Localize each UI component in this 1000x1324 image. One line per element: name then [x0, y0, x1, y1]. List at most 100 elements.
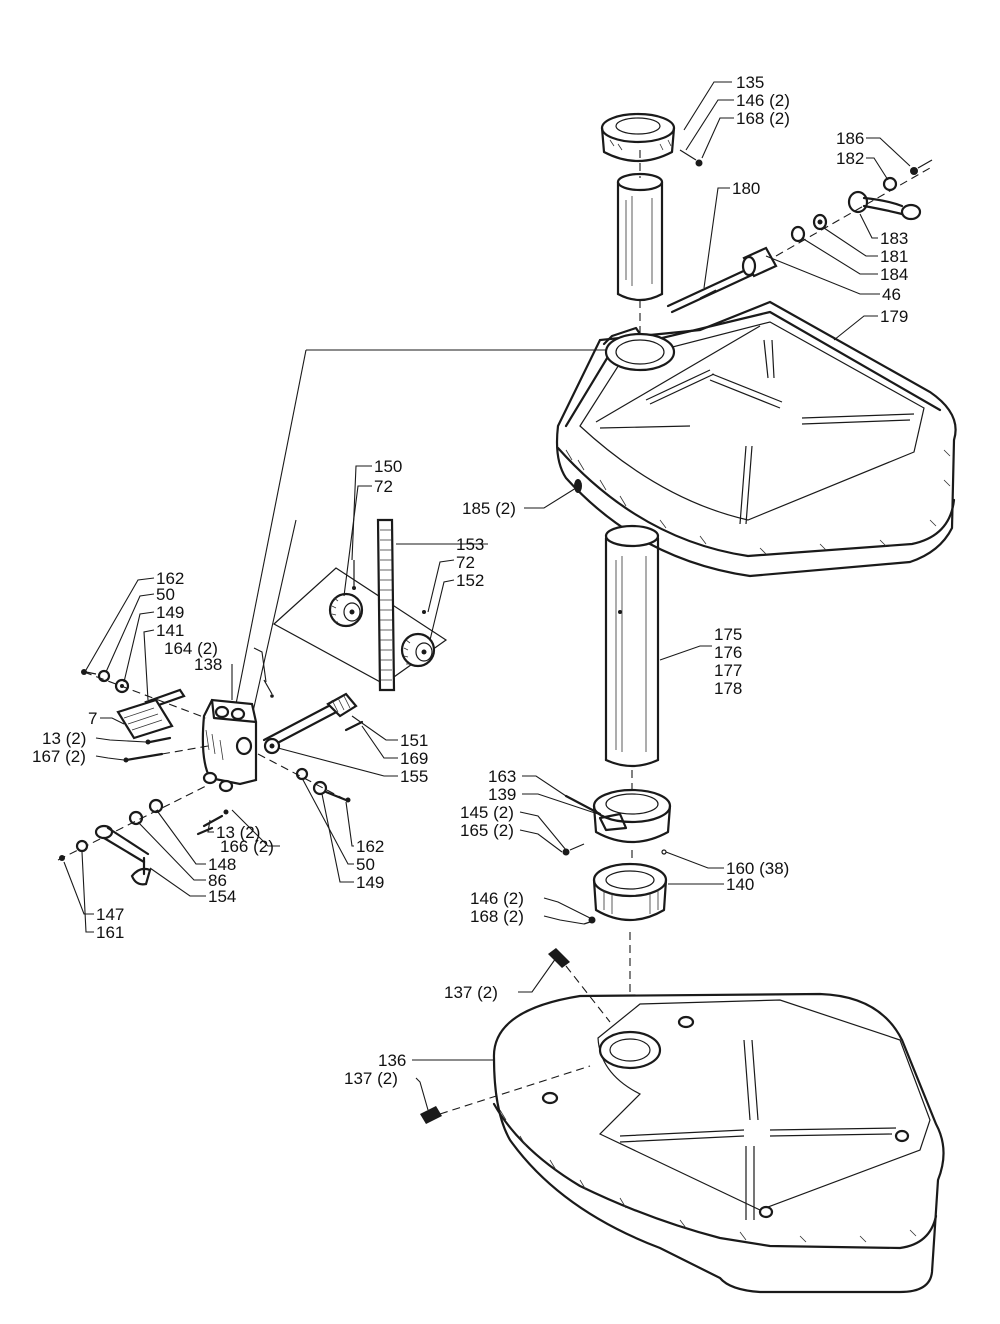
callout-153: 153	[456, 535, 484, 554]
callout-136: 136	[378, 1051, 406, 1070]
callout-50-right: 50	[356, 855, 375, 874]
callout-178: 178	[714, 679, 742, 698]
callout-163: 163	[488, 767, 516, 786]
lower-column-tube	[604, 524, 660, 768]
right-screw-axis	[257, 753, 347, 801]
callout-137-2-lower: 137 (2)	[344, 1069, 398, 1088]
callout-139: 139	[488, 785, 516, 804]
shaft-axis-line	[775, 167, 931, 257]
screw-146-168-lower	[583, 916, 596, 925]
callout-152: 152	[456, 571, 484, 590]
washer-50-left	[97, 669, 111, 683]
screw-13-166	[196, 809, 229, 836]
shaft-sleeve-46	[741, 246, 778, 278]
screw-186	[910, 159, 933, 175]
callout-150: 150	[374, 457, 402, 476]
set-screw-164	[263, 679, 274, 698]
screw-162-right	[324, 790, 351, 803]
bolt-137-axis-upper	[565, 965, 611, 1023]
screw-167	[123, 752, 164, 763]
callout-183: 183	[880, 229, 908, 248]
washer-148	[148, 798, 164, 814]
callout-164-2: 164 (2)	[164, 639, 218, 658]
callout-labels: 135 146 (2) 168 (2) 186 182 180 183 181 …	[32, 73, 908, 1088]
washer-155	[263, 737, 281, 755]
base-136	[492, 992, 945, 1294]
callout-7: 7	[88, 709, 97, 728]
plate-7	[116, 698, 174, 740]
callout-146-2-lower: 146 (2)	[470, 889, 524, 908]
callout-145-2: 145 (2)	[460, 803, 514, 822]
pin-72-a	[352, 560, 356, 590]
callout-86: 86	[208, 871, 227, 890]
gear-152	[400, 632, 436, 668]
callout-137-2-upper: 137 (2)	[444, 983, 498, 1002]
callout-72-b: 72	[456, 553, 475, 572]
bolt-137-lower	[420, 1106, 442, 1124]
callout-177: 177	[714, 661, 742, 680]
callout-146-2-upper: 146 (2)	[736, 91, 790, 110]
callout-161: 161	[96, 923, 124, 942]
rack-153	[376, 518, 396, 692]
callout-175: 175	[714, 625, 742, 644]
crank-154	[94, 824, 152, 886]
callout-167-2: 167 (2)	[32, 747, 86, 766]
washer-86	[128, 810, 144, 826]
projection-line-diagonal	[235, 349, 307, 705]
rack-ring-139	[592, 788, 672, 843]
callout-180: 180	[732, 179, 760, 198]
washer-182	[882, 176, 898, 192]
callout-185-2: 185 (2)	[462, 499, 516, 518]
bolt-137-upper	[548, 948, 570, 968]
callout-176: 176	[714, 643, 742, 662]
screw-13-left	[145, 736, 172, 745]
gear-150	[328, 592, 364, 628]
callout-46: 46	[882, 285, 901, 304]
callout-168-2-lower: 168 (2)	[470, 907, 524, 926]
gib-axis-line	[83, 671, 207, 719]
callout-50-left: 50	[156, 585, 175, 604]
callout-151: 151	[400, 731, 428, 750]
work-table-179	[555, 300, 957, 578]
callout-72-a: 72	[374, 477, 393, 496]
callout-141: 141	[156, 621, 184, 640]
callout-169: 169	[400, 749, 428, 768]
callout-138: 138	[194, 655, 222, 674]
bracket-138	[201, 698, 258, 793]
callout-149-left: 149	[156, 603, 184, 622]
upper-column-tube	[616, 172, 664, 302]
screw-147	[59, 855, 65, 861]
elevation-shaft-180	[666, 266, 756, 314]
leader-lines	[63, 81, 911, 1111]
washer-184	[790, 225, 806, 243]
washer-161	[75, 839, 89, 853]
set-screw-185	[574, 479, 582, 493]
column-collar-135	[600, 112, 676, 162]
callout-165-2: 165 (2)	[460, 821, 514, 840]
callout-184: 184	[880, 265, 908, 284]
callout-13-2-lower: 13 (2)	[216, 823, 260, 842]
callout-181: 181	[880, 247, 908, 266]
gear-plane-sheet	[272, 567, 448, 685]
callout-148: 148	[208, 855, 236, 874]
washer-50-right	[295, 767, 309, 781]
pin-163	[564, 794, 602, 816]
callout-166-2: 166 (2)	[220, 837, 274, 856]
callout-186: 186	[836, 129, 864, 148]
callout-149-right: 149	[356, 873, 384, 892]
callout-162-left: 162	[156, 569, 184, 588]
screw-167-axis	[161, 745, 209, 755]
screw-145-165	[562, 843, 585, 856]
callout-135: 135	[736, 73, 764, 92]
pin-72-b	[422, 610, 426, 614]
collar-screw-146-168	[679, 149, 703, 167]
callout-140: 140	[726, 875, 754, 894]
callout-160-38: 160 (38)	[726, 859, 789, 878]
table-column-clamp	[602, 326, 676, 372]
worm-shaft-151	[262, 692, 358, 750]
crank-handle-183	[847, 190, 922, 221]
collar-140	[592, 862, 668, 921]
callout-13-2-left: 13 (2)	[42, 729, 86, 748]
callout-154: 154	[208, 887, 236, 906]
